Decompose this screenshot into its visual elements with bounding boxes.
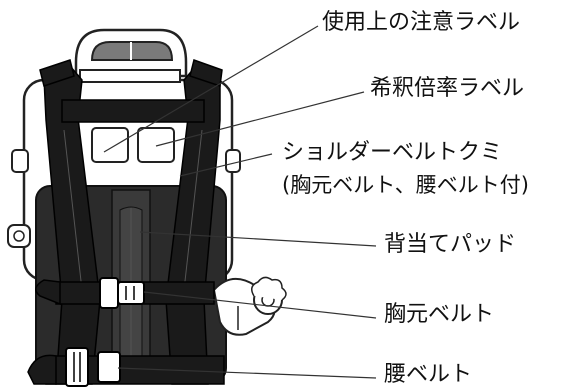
leader-back-pad (139, 231, 377, 247)
leader-lines (103, 25, 377, 379)
leader-dilution-label (155, 91, 365, 147)
back-pad-text: 背当てパッド (384, 232, 517, 257)
leader-caution-label (103, 25, 319, 153)
waist-belt (27, 347, 225, 387)
shoulder-belt-text-line1: ショルダーベルトクミ (282, 140, 503, 165)
leader-waist-belt (117, 367, 377, 379)
chest-belt (35, 277, 215, 309)
tank-handle (74, 28, 188, 83)
pump-fitting (212, 276, 287, 336)
caution-label-text: 使用上の注意ラベル (322, 10, 521, 35)
chest-belt-text: 胸元ベルト (384, 302, 495, 327)
dilution-label-text: 希釈倍率ラベル (370, 76, 525, 101)
leader-shoulder-belt (179, 153, 273, 177)
tank-label-windows (91, 127, 175, 163)
leader-chest-belt (143, 291, 377, 319)
waist-belt-text: 腰ベルト (384, 362, 473, 387)
shoulder-belt-text-line2: (胸元ベルト、腰ベルト付) (282, 173, 529, 197)
